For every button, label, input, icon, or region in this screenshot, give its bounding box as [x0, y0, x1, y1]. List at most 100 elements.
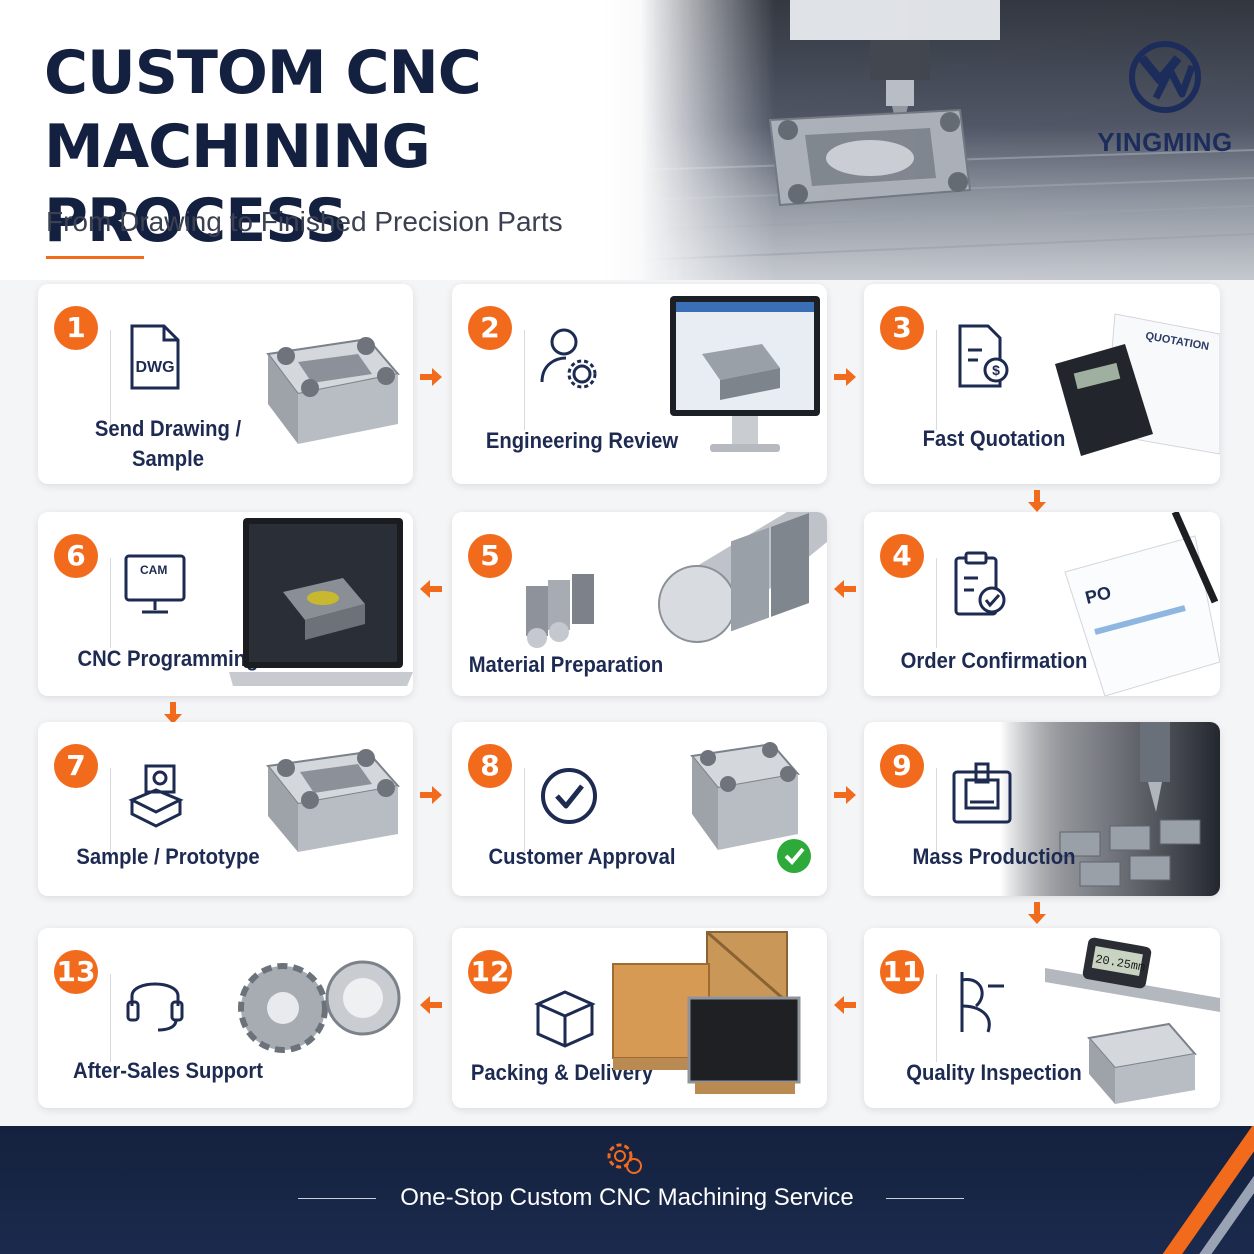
- metal-stock-photo: [658, 512, 827, 643]
- cad-monitor-photo: [670, 296, 820, 452]
- card-divider: [110, 974, 111, 1062]
- step-card-9: 9 Mass Production: [864, 722, 1220, 896]
- footer-rule-left: [298, 1198, 376, 1199]
- metal-bars-icon: [526, 574, 594, 648]
- arrow-left-icon: [834, 580, 856, 598]
- step-label-line-1: Send Drawing /: [94, 416, 242, 441]
- headset-icon: [126, 982, 184, 1032]
- clipboard-check-icon: [954, 551, 1006, 616]
- step-label: Mass Production: [912, 844, 1076, 869]
- step-number-badge: 11: [880, 950, 924, 994]
- box-icon: [534, 990, 596, 1048]
- step-card-1: 1 DWG Send Drawing / Sample: [38, 284, 413, 484]
- svg-text:$: $: [992, 362, 1000, 378]
- step-number-badge: 3: [880, 306, 924, 350]
- step-number-badge: 8: [468, 744, 512, 788]
- step-label-line-2: Sample: [131, 446, 204, 471]
- step-label: After-Sales Support: [72, 1058, 264, 1083]
- card-divider: [936, 558, 937, 648]
- arrow-left-icon: [834, 996, 856, 1014]
- arrow-right-icon: [420, 786, 442, 804]
- title-line-2: MACHINING PROCESS: [44, 112, 431, 256]
- quote-document-icon: $: [958, 324, 1009, 388]
- card-divider: [110, 558, 111, 648]
- mass-production-photo: [1000, 722, 1220, 896]
- footer-rule-right: [886, 1198, 964, 1199]
- step-number-badge: 9: [880, 744, 924, 788]
- card-divider: [936, 974, 937, 1062]
- card-divider: [524, 330, 525, 430]
- step-number-badge: 7: [54, 744, 98, 788]
- footer-banner: One-Stop Custom CNC Machining Service: [0, 1126, 1254, 1254]
- step-label: Fast Quotation: [922, 426, 1066, 451]
- step-number-badge: 2: [468, 306, 512, 350]
- title-accent-rule: [46, 256, 144, 259]
- brand-logo: YINGMING: [1090, 40, 1240, 158]
- step-card-4: 4 Order Confirmation PO: [864, 512, 1220, 696]
- prototype-part-icon: [128, 764, 184, 828]
- approved-part-photo: [690, 742, 811, 873]
- card-divider: [524, 768, 525, 852]
- step-card-12: 12 Packing & Delivery: [452, 928, 827, 1108]
- step-number-badge: 4: [880, 534, 924, 578]
- laptop-cam-photo: [229, 518, 413, 686]
- crates-photo: [612, 930, 801, 1094]
- page-subtitle: From Drawing to Finished Precision Parts: [46, 206, 563, 237]
- card-divider: [110, 330, 111, 430]
- card-divider: [936, 768, 937, 852]
- footer-tagline: One-Stop Custom CNC Machining Service: [400, 1184, 854, 1211]
- arrow-right-icon: [834, 786, 856, 804]
- step-card-7: 7 Sample / Prototype: [38, 722, 413, 896]
- caliper-icon: [960, 972, 1004, 1033]
- step-number-badge: 13: [54, 950, 98, 994]
- step-card-8: 8 Customer Approval: [452, 722, 827, 896]
- arrow-left-icon: [420, 996, 442, 1014]
- machined-block-photo: [266, 337, 400, 444]
- gear-settings-icon: [607, 1143, 642, 1174]
- step-card-11: 11 Quality Inspection 20.25mm: [864, 928, 1220, 1108]
- machine-illustration: [639, 0, 1254, 261]
- arrow-down-icon: [1028, 902, 1046, 924]
- dwg-icon-text: DWG: [135, 359, 174, 376]
- step-label: Customer Approval: [488, 844, 676, 869]
- arrow-left-icon: [420, 580, 442, 598]
- step-number-badge: 5: [468, 534, 512, 578]
- approved-check-badge: [777, 839, 811, 873]
- yingming-logo-icon: [1129, 41, 1201, 113]
- step-label: Quality Inspection: [906, 1060, 1082, 1085]
- step-card-3: 3 $ Fast Quotation QUOTATION: [864, 284, 1220, 484]
- cam-icon-text: CAM: [140, 563, 167, 577]
- arrow-right-icon: [834, 368, 856, 386]
- step-number-badge: 12: [468, 950, 512, 994]
- calculator-quotation-photo: QUOTATION: [1055, 313, 1220, 456]
- page-title: CUSTOM CNC MACHINING PROCESS: [44, 36, 684, 258]
- step-label: Engineering Review: [485, 428, 679, 453]
- card-divider: [110, 768, 111, 852]
- check-circle-icon: [541, 768, 597, 824]
- engineer-gear-icon: [540, 328, 597, 389]
- step-number-badge: 6: [54, 534, 98, 578]
- step-label: Material Preparation: [468, 652, 664, 677]
- step-label: Sample / Prototype: [76, 844, 260, 869]
- step-card-13: 13 After-Sales Support: [38, 928, 413, 1108]
- step-card-5: 5 Material Preparation: [452, 512, 827, 696]
- step-label: Send Drawing / Sample: [67, 414, 269, 474]
- cnc-machine-icon: [952, 762, 1012, 824]
- arrow-down-icon: [1028, 490, 1046, 512]
- dwg-file-icon: DWG: [130, 324, 180, 390]
- card-divider: [936, 330, 937, 430]
- cam-monitor-icon: CAM: [124, 554, 186, 614]
- arrow-right-icon: [420, 368, 442, 386]
- step-card-6: 6 CAM CNC Programming: [38, 512, 413, 696]
- arrow-down-icon: [164, 702, 182, 724]
- step-card-2: 2 Engineering Review: [452, 284, 827, 484]
- prototype-part-photo: [266, 749, 400, 852]
- caliper-measurement-photo: 20.25mm: [1045, 937, 1220, 1104]
- brand-name: YINGMING: [1097, 127, 1233, 157]
- purchase-order-photo: PO: [1064, 512, 1220, 696]
- step-label: CNC Programming: [77, 646, 259, 671]
- title-line-1: CUSTOM CNC: [44, 38, 482, 108]
- step-label: Order Confirmation: [900, 648, 1088, 673]
- gear-and-bushing-photo: [238, 960, 401, 1053]
